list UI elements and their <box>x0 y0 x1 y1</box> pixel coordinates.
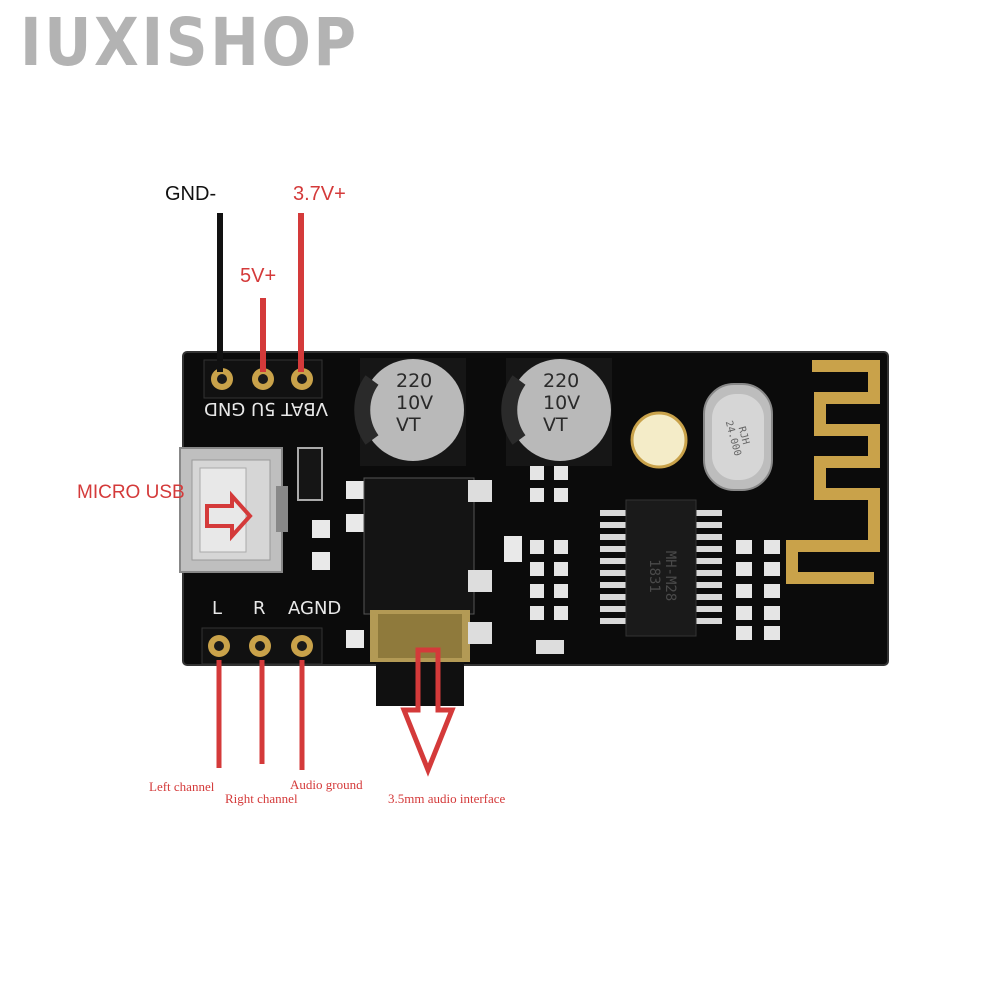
capacitor-1 <box>354 358 466 466</box>
mounting-hole <box>630 411 688 469</box>
capacitor-1-text: 220 10V VT <box>396 370 433 436</box>
power-header <box>203 359 323 399</box>
cap1-line1: 220 <box>396 370 433 392</box>
audio-header <box>201 627 323 665</box>
right-channel-label: Right channel <box>225 791 298 806</box>
jack-arrow-icon <box>400 647 456 777</box>
cap2-line2: 10V <box>543 392 581 414</box>
left-channel-label: Left channel <box>149 779 215 794</box>
v37-label: 3.7V+ <box>293 183 346 205</box>
v5-label: 5V+ <box>240 265 277 287</box>
micro-usb-connector <box>179 447 288 573</box>
silkscreen-top: VBAT 5U GND <box>186 398 346 419</box>
silk-l: L <box>212 598 223 619</box>
cap1-line3: VT <box>396 414 421 436</box>
silk-gnd: GND <box>204 398 246 419</box>
usb-arrow-icon <box>205 490 253 542</box>
chip-model: MH-M28 <box>662 550 678 602</box>
audio-jack <box>363 477 492 706</box>
antenna-trace <box>786 360 880 584</box>
gnd-label: GND- <box>165 183 217 205</box>
cap2-line3: VT <box>543 414 568 436</box>
silk-vbat: VBAT <box>281 398 328 419</box>
micro-usb-label: MICRO USB <box>77 482 185 503</box>
resistor-bank-right <box>736 540 780 640</box>
resistor-bank-left <box>504 466 568 654</box>
cap1-line2: 10V <box>396 392 434 414</box>
capacitor-2-text: 220 10V VT <box>543 370 580 436</box>
chip-code: 1831 <box>646 559 662 593</box>
crystal <box>703 383 773 491</box>
jack-label: 3.5mm audio interface <box>388 791 506 806</box>
brand-logo: IUXISHOP <box>20 4 359 81</box>
silk-r: R <box>253 598 266 619</box>
audio-ground-label: Audio ground <box>290 777 363 792</box>
chip-mh-m28 <box>600 499 722 637</box>
cap2-line1: 220 <box>543 370 580 392</box>
silk-agnd: AGND <box>288 598 342 619</box>
capacitor-2 <box>501 358 612 466</box>
silk-5u: 5U <box>251 398 276 419</box>
chip-text: MH-M28 1831 <box>646 526 678 626</box>
